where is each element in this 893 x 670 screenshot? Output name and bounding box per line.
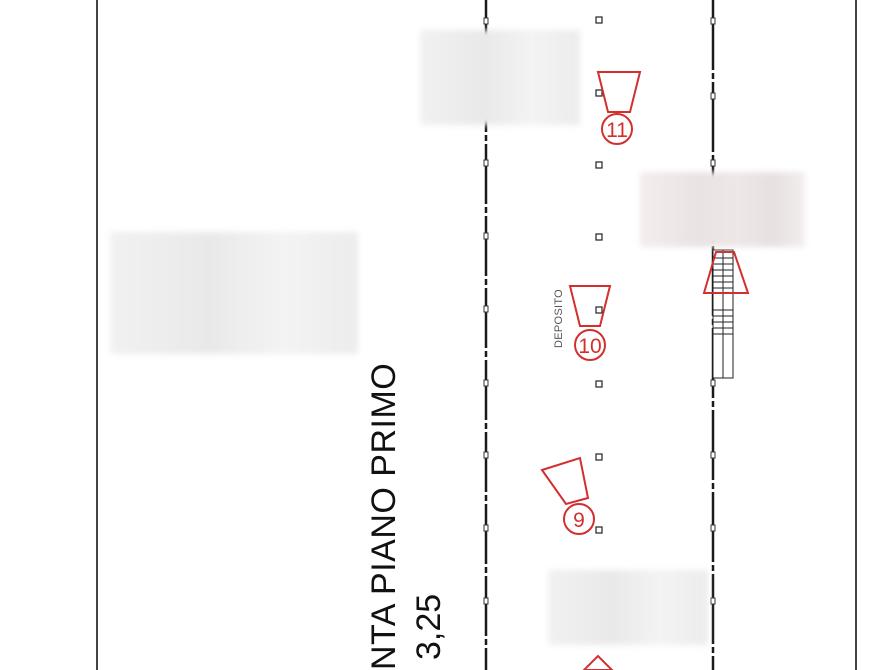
column <box>595 161 603 169</box>
column <box>595 306 603 314</box>
plan-title: NTA PIANO PRIMO <box>365 362 403 670</box>
redacted-area <box>548 570 708 645</box>
marker-number: 10 <box>578 335 601 358</box>
column <box>595 233 603 241</box>
column <box>595 16 603 24</box>
redacted-area <box>420 30 580 125</box>
view-marker-9[interactable] <box>540 456 595 535</box>
column <box>595 526 603 534</box>
staircase <box>712 249 734 379</box>
marker-circle <box>574 329 606 361</box>
view-cone-icon <box>568 285 612 327</box>
column <box>595 380 603 388</box>
view-marker-bottom[interactable] <box>582 654 614 670</box>
marker-number: 9 <box>573 509 585 532</box>
column <box>595 89 603 97</box>
view-cone-icon <box>540 456 590 506</box>
view-marker-stairs[interactable] <box>702 251 750 294</box>
marker-number: 11 <box>606 119 628 142</box>
view-marker-11[interactable] <box>596 71 642 145</box>
view-marker-10[interactable] <box>568 285 612 361</box>
marker-circle <box>601 113 633 145</box>
column <box>595 453 603 461</box>
view-cone-icon <box>702 251 750 294</box>
wall-left-windows <box>483 17 489 605</box>
redacted-area <box>640 172 805 247</box>
room-label: DEPOSITO <box>553 288 565 348</box>
wall-right-windows <box>710 17 716 605</box>
view-cone-icon <box>582 654 614 670</box>
marker-circle <box>563 503 595 535</box>
plan-elevation: 3,25 <box>410 593 448 660</box>
redacted-area <box>110 232 358 354</box>
columns <box>595 16 603 534</box>
view-cone-icon <box>596 71 642 113</box>
